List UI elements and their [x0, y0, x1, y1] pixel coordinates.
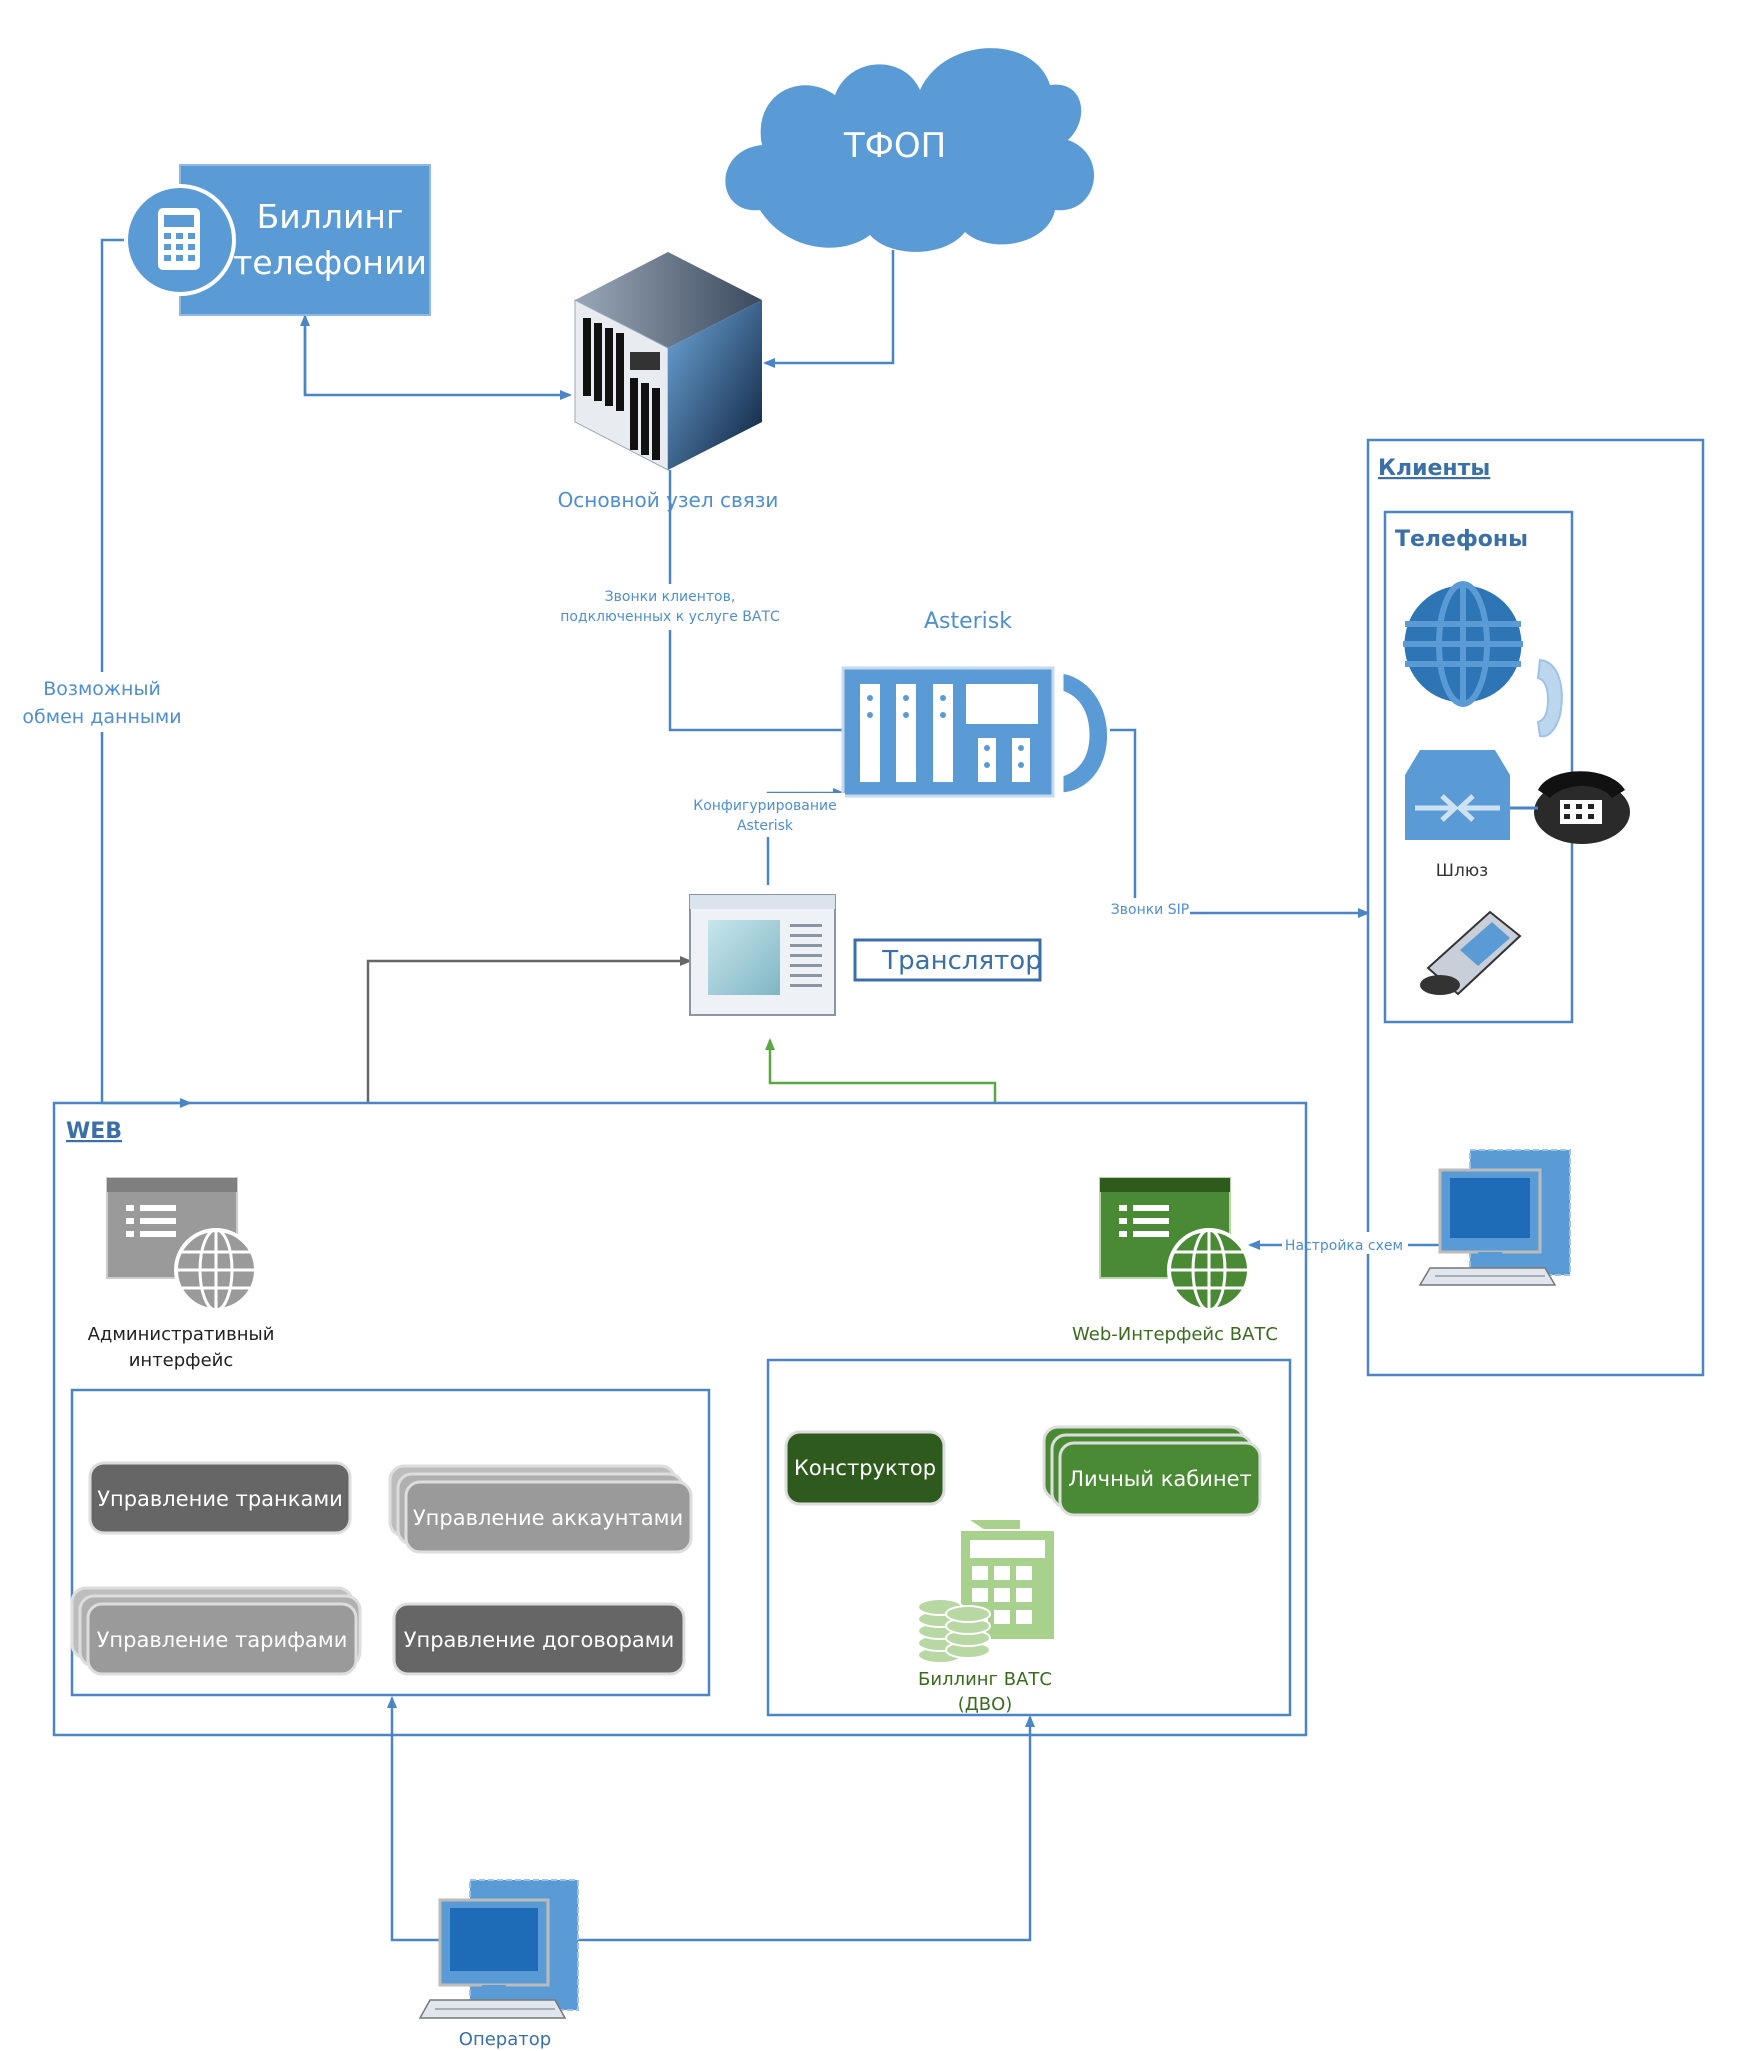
- admin-label-line2: интерфейс: [129, 1350, 234, 1371]
- gateway-label: Шлюз: [1436, 861, 1488, 881]
- billing-database-icon: [917, 1520, 1056, 1664]
- window-app-icon: [689, 894, 836, 1016]
- asterisk-label: Asterisk: [924, 609, 1012, 634]
- edge-web-to-translator: [366, 956, 692, 1103]
- operator-label: Оператор: [459, 2029, 551, 2050]
- operator-computer-icon: [418, 1879, 579, 2019]
- contracts-management: Управление договорами: [392, 1602, 686, 1676]
- billing-telephony: Биллинг телефонии: [124, 164, 431, 316]
- scheme-setup-label: Настройка схем: [1285, 1238, 1403, 1254]
- personal-cabinet: Личный кабинет: [1042, 1425, 1262, 1517]
- cabinet-label: Личный кабинет: [1068, 1467, 1252, 1491]
- globe-icon: [1401, 581, 1525, 707]
- admin-subpanel: [70, 1388, 711, 1697]
- desk-phone-icon: [1510, 771, 1630, 844]
- edge-sip-calls: [1110, 728, 1370, 918]
- client-calls-label-line2: подключенных к услуге ВАТС: [560, 609, 780, 625]
- edge-node-to-asterisk: [668, 470, 845, 732]
- phones-title: Телефоны: [1395, 527, 1528, 552]
- clients-frame: [1366, 438, 1705, 1377]
- accounts-label: Управление аккаунтами: [413, 1506, 683, 1530]
- trunks-management: Управление транками: [88, 1461, 352, 1535]
- vats-billing: Биллинг ВАТС (ДВО): [917, 1520, 1056, 1715]
- tfop-label: ТФОП: [843, 126, 946, 166]
- operator: Оператор: [418, 1879, 579, 2050]
- phone-handset-icon: [1536, 658, 1563, 738]
- web-panel: WEB Административный интерфейс: [52, 1101, 1308, 1737]
- tariffs-management: Управление тарифами: [70, 1586, 362, 1676]
- client-computer-icon: [1418, 1149, 1571, 1286]
- vats-web-icon: [1099, 1177, 1251, 1312]
- edge-data-exchange: [100, 238, 192, 1108]
- web-title: WEB: [66, 1119, 122, 1144]
- billing-title-line2: телефонии: [233, 243, 427, 282]
- constructor: Конструктор: [784, 1430, 946, 1506]
- cloud-icon: [725, 48, 1095, 252]
- main-node-label: Основной узел связи: [558, 488, 779, 512]
- tfop-cloud: ТФОП: [725, 48, 1095, 252]
- web-frame: [52, 1101, 1308, 1737]
- vats-billing-label-line2: (ДВО): [958, 1694, 1013, 1715]
- clients-title: Клиенты: [1378, 456, 1490, 481]
- config-label-line1: Конфигурирование: [693, 798, 837, 814]
- data-exchange-label-line2: обмен данными: [22, 706, 181, 728]
- edge-operator-admin: [387, 1696, 440, 1942]
- billing-box: [179, 164, 431, 316]
- vats-web-label: Web-Интерфейс ВАТС: [1072, 1324, 1278, 1345]
- translator: Транслятор: [689, 894, 1042, 1016]
- admin-label-line1: Административный: [88, 1324, 275, 1345]
- handset-icon: [1060, 670, 1111, 796]
- mobile-phone-icon: [1420, 910, 1522, 996]
- main-communication-node: Основной узел связи: [558, 252, 779, 512]
- admin-web-icon: [106, 1177, 258, 1312]
- clients-panel: Клиенты Телефоны Шлюз: [1366, 438, 1705, 1377]
- phones-frame: [1383, 510, 1574, 1024]
- billing-title-line1: Биллинг: [257, 197, 404, 236]
- sip-calls-label: Звонки SIP: [1111, 902, 1189, 918]
- pbx-icon: [841, 666, 1111, 798]
- client-calls-label-line1: Звонки клиентов,: [605, 589, 736, 605]
- calculator-icon: [158, 208, 200, 270]
- edge-vats-to-translator: [765, 1038, 997, 1103]
- translator-label-box: [853, 938, 1042, 982]
- accounts-management: Управление аккаунтами: [388, 1464, 693, 1554]
- edge-billing-node: [303, 320, 572, 400]
- tariffs-label: Управление тарифами: [97, 1628, 348, 1652]
- config-label-line2: Asterisk: [737, 818, 794, 834]
- edge-tfop-to-node: [763, 250, 895, 368]
- constructor-label: Конструктор: [794, 1456, 936, 1480]
- server-cube-icon: [574, 252, 762, 471]
- data-exchange-label-line1: Возможный: [43, 678, 161, 700]
- translator-label: Транслятор: [881, 946, 1041, 976]
- vats-subpanel: [766, 1358, 1292, 1717]
- trunks-label: Управление транками: [97, 1487, 343, 1511]
- contracts-label: Управление договорами: [404, 1628, 675, 1652]
- gateway-icon: [1405, 750, 1510, 840]
- edge-operator-vats: [570, 1715, 1035, 1942]
- asterisk-pbx: Asterisk: [841, 609, 1111, 798]
- vats-billing-label-line1: Биллинг ВАТС: [918, 1669, 1052, 1690]
